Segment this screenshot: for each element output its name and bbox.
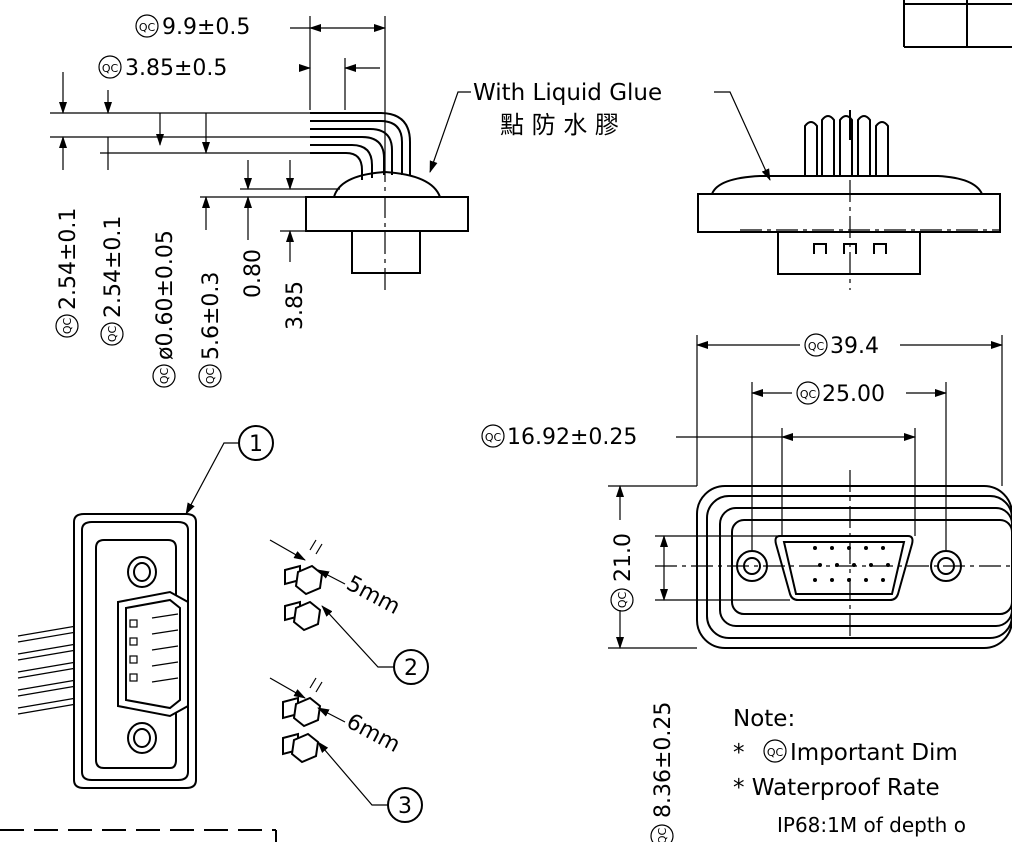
callout-1: 1	[185, 425, 274, 515]
notes: Note: * QC Important Dim * Waterproof Ra…	[733, 706, 966, 837]
callout-3: 3	[317, 741, 423, 823]
svg-text:2: 2	[404, 656, 418, 681]
side-view	[50, 16, 469, 290]
glue-label-en: With Liquid Glue	[473, 80, 662, 106]
title-block-fragment	[903, 0, 1012, 48]
dim-9-9: QC 9.9±0.5	[135, 14, 250, 40]
svg-text:QC: QC	[656, 828, 669, 842]
iso-connector	[17, 513, 197, 789]
callout-2: 2	[321, 605, 429, 685]
note-heading: Note:	[733, 706, 795, 732]
svg-text:8.36±0.25: 8.36±0.25	[651, 702, 676, 818]
svg-text:QC: QC	[616, 592, 629, 609]
standoffs-6mm: 6mm	[269, 677, 404, 764]
qc-mark: QC	[139, 21, 156, 34]
plan-dimensions	[608, 335, 1003, 649]
svg-text:3: 3	[398, 794, 412, 819]
glue-label: With Liquid Glue 點 防 水 膠	[429, 80, 771, 181]
svg-text:21.0: 21.0	[611, 533, 636, 582]
svg-text:ø0.60±0.05: ø0.60±0.05	[153, 230, 178, 360]
svg-text:39.4: 39.4	[830, 334, 879, 359]
plan-view	[655, 470, 1012, 649]
svg-text:1: 1	[249, 432, 263, 457]
standoffs-5mm: 5mm	[269, 539, 404, 632]
note-line-3: IP68:1M of depth o	[777, 813, 966, 837]
svg-text:2.54±0.1: 2.54±0.1	[56, 208, 81, 310]
svg-text:*: *	[733, 740, 745, 766]
svg-text:25.00: 25.00	[822, 382, 885, 407]
dim-16-92: QC 16.92±0.25	[481, 424, 637, 450]
dim-0-60: QC ø0.60±0.05	[152, 230, 178, 388]
pin-pattern	[813, 546, 890, 582]
dim-5-6: QC 5.6±0.3	[198, 272, 224, 388]
dashed-border	[0, 829, 277, 842]
dim-8-36: QC 8.36±0.25	[650, 702, 676, 842]
svg-text:QC: QC	[808, 340, 825, 353]
svg-text:3.85±0.5: 3.85±0.5	[125, 56, 227, 81]
glue-label-zh: 點 防 水 膠	[500, 111, 619, 139]
dim-2-54-a: QC 2.54±0.1	[55, 208, 81, 338]
dim-3-85-top: QC 3.85±0.5	[98, 55, 227, 81]
svg-text:16.92±0.25: 16.92±0.25	[507, 425, 637, 450]
svg-text:QC: QC	[800, 388, 817, 401]
dim-0-80: 0.80	[241, 249, 266, 298]
svg-text:QC: QC	[106, 326, 119, 343]
svg-text:5.6±0.3: 5.6±0.3	[199, 272, 224, 360]
length-6mm: 6mm	[342, 709, 404, 758]
svg-text:QC: QC	[61, 318, 74, 335]
svg-text:3.85: 3.85	[283, 281, 308, 330]
svg-text:QC: QC	[158, 368, 171, 385]
dim-3-85-side: 3.85	[283, 281, 308, 330]
note-line-1: Important Dim	[790, 740, 958, 766]
qc-mark: QC	[102, 62, 119, 75]
dim-21-0: QC 21.0	[610, 533, 636, 612]
dim-25-00: QC 25.00	[796, 381, 885, 407]
svg-text:0.80: 0.80	[241, 249, 266, 298]
dim-39-4: QC 39.4	[804, 333, 879, 359]
length-5mm: 5mm	[342, 571, 404, 620]
svg-text:9.9±0.5: 9.9±0.5	[162, 15, 250, 40]
svg-text:QC: QC	[767, 746, 784, 759]
front-view	[697, 110, 1001, 290]
note-line-2: * Waterproof Rate	[733, 775, 940, 801]
svg-text:QC: QC	[485, 431, 502, 444]
svg-text:QC: QC	[204, 368, 217, 385]
dim-2-54-b: QC 2.54±0.1	[100, 216, 126, 346]
svg-text:2.54±0.1: 2.54±0.1	[101, 216, 126, 318]
